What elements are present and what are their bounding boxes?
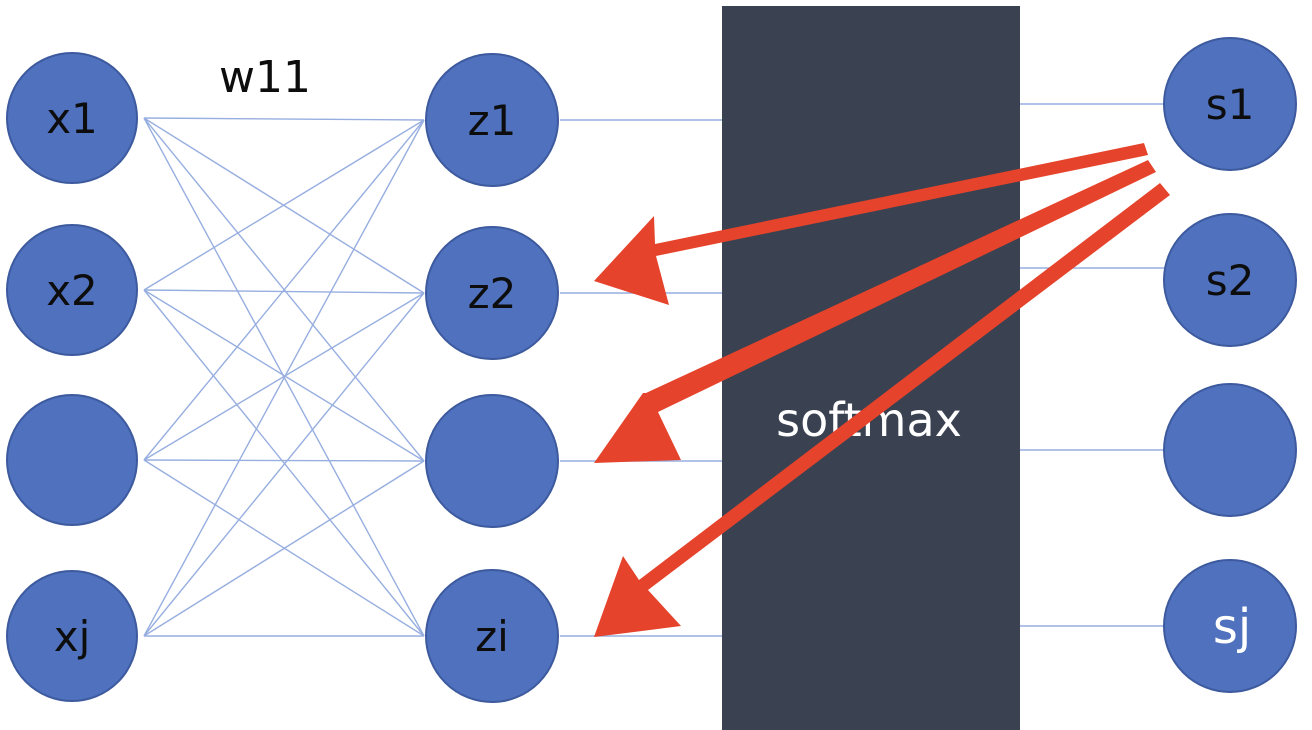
- input-node-label: xj: [54, 612, 91, 661]
- edge-x3-z2: [143, 292, 425, 461]
- edge-x4-z2: [143, 292, 425, 637]
- arrow-s1-to-z3: [594, 160, 1156, 463]
- output-node-label: s1: [1206, 80, 1255, 129]
- output-node-label: sj: [1213, 599, 1251, 655]
- edge-x3-z1: [143, 119, 425, 461]
- output-edges: [1020, 103, 1164, 627]
- gradient-arrows: [594, 143, 1170, 637]
- input-node-x2: x2: [6, 224, 138, 356]
- input-node-3: [6, 394, 138, 526]
- arrow-s1-to-zi: [594, 183, 1170, 637]
- output-node-sj: sj: [1163, 559, 1297, 693]
- edge-x1-z1: [143, 117, 425, 121]
- edge-x2-z2: [143, 289, 425, 294]
- arrow-s1-to-z2: [594, 143, 1148, 305]
- hidden-node-zi: zi: [425, 569, 559, 703]
- output-node-3: [1163, 383, 1297, 517]
- input-node-x1: x1: [6, 52, 138, 184]
- weight-label: w11: [219, 52, 311, 103]
- edge-x2-z3: [143, 289, 425, 462]
- edge-x3-z3: [143, 459, 425, 462]
- hidden-layer: z1 z2 zi: [425, 53, 559, 703]
- output-node-s1: s1: [1163, 37, 1297, 171]
- output-node-label: s2: [1206, 256, 1255, 305]
- hidden-node-label: z1: [468, 96, 517, 145]
- network-edges: [143, 117, 722, 637]
- edge-x4-z1: [143, 119, 425, 637]
- input-node-label: x2: [46, 266, 98, 315]
- edge-x4-z3: [143, 460, 425, 637]
- input-node-xj: xj: [6, 570, 138, 702]
- hidden-node-z1: z1: [425, 53, 559, 187]
- output-layer: s1 s2 sj: [1163, 37, 1297, 693]
- hidden-node-3: [425, 394, 559, 528]
- hidden-node-z2: z2: [425, 226, 559, 360]
- hidden-node-label: zi: [475, 612, 509, 661]
- input-node-label: x1: [46, 94, 98, 143]
- output-node-s2: s2: [1163, 213, 1297, 347]
- edge-x2-z4: [143, 289, 425, 637]
- softmax-layer: [722, 6, 1020, 730]
- edge-x2-z1: [143, 119, 425, 291]
- hidden-node-label: z2: [468, 269, 517, 318]
- input-layer: x1 x2 xj: [6, 52, 138, 702]
